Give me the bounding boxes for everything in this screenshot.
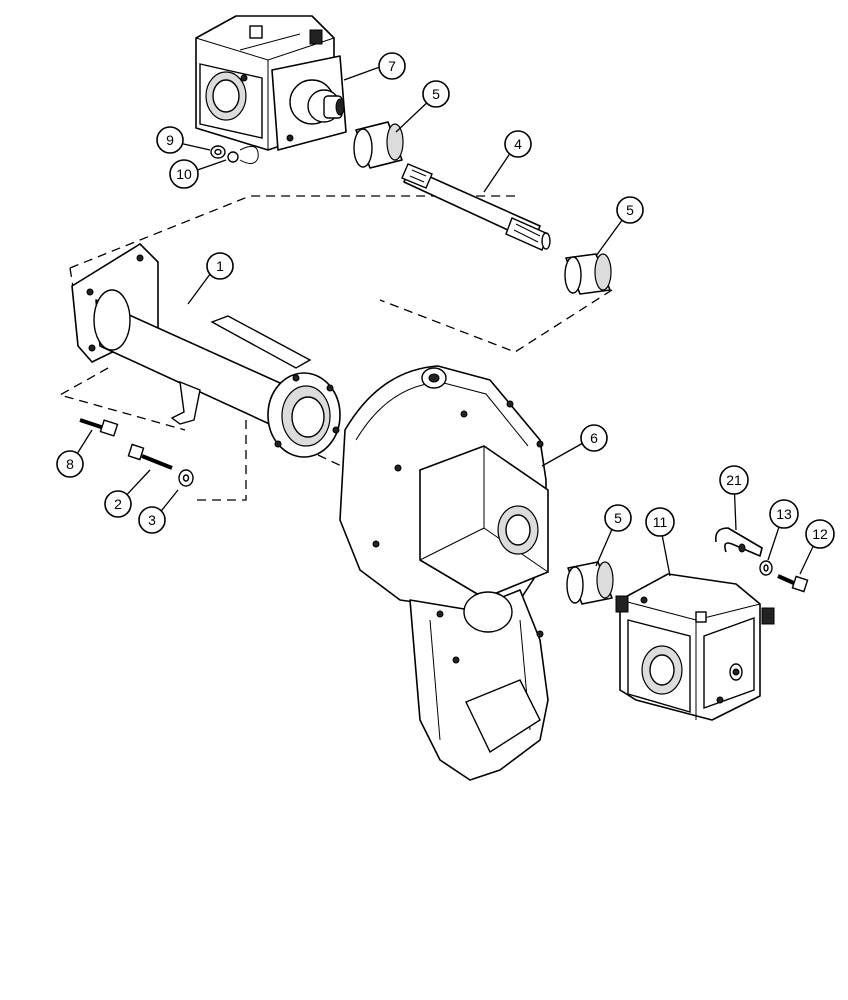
- tube-part-1: [71, 243, 341, 458]
- coupler-part-5-middle: [564, 253, 612, 295]
- svg-text:7: 7: [388, 58, 396, 74]
- svg-text:13: 13: [776, 506, 792, 522]
- svg-text:8: 8: [66, 456, 74, 472]
- svg-text:5: 5: [614, 510, 622, 526]
- svg-text:6: 6: [590, 430, 598, 446]
- svg-text:4: 4: [514, 136, 522, 152]
- callout-7: 7: [378, 52, 406, 80]
- svg-text:5: 5: [626, 202, 634, 218]
- callout-5-lower: 5: [604, 504, 632, 532]
- svg-text:1: 1: [216, 258, 224, 274]
- bolt-part-2: [127, 443, 173, 470]
- callout-5-upper: 5: [422, 80, 450, 108]
- lock-washer-part-10: [227, 145, 259, 164]
- svg-text:2: 2: [114, 496, 122, 512]
- washer-part-3: [178, 469, 194, 487]
- main-housing-part-6: [339, 365, 549, 781]
- callout-21: 21: [719, 465, 749, 495]
- bolt-part-8: [79, 418, 119, 437]
- coupler-part-5-upper: [353, 121, 404, 169]
- callout-12: 12: [805, 519, 835, 549]
- svg-text:11: 11: [653, 514, 668, 530]
- callout-9: 9: [156, 126, 184, 154]
- shaft-part-4: [401, 163, 551, 251]
- callout-13: 13: [769, 499, 799, 529]
- callout-4: 4: [504, 130, 532, 158]
- coupler-part-5-lower: [566, 561, 614, 605]
- callout-2: 2: [104, 490, 132, 518]
- callout-11: 11: [645, 507, 675, 537]
- callout-3: 3: [138, 506, 166, 534]
- svg-text:5: 5: [432, 86, 440, 102]
- callout-5-middle: 5: [616, 196, 644, 224]
- bolt-part-12: [777, 574, 809, 593]
- svg-text:21: 21: [726, 472, 742, 488]
- svg-text:9: 9: [166, 132, 174, 148]
- callouts: 1 2 3 4 5 5 5 6: [56, 52, 835, 549]
- nut-part-9: [210, 145, 226, 159]
- upper-gearbox-part-7: [195, 15, 347, 151]
- callout-8: 8: [56, 450, 84, 478]
- assembly-dashed-outline: [58, 195, 613, 501]
- clamp-part-21: [714, 527, 763, 557]
- svg-text:10: 10: [176, 166, 192, 182]
- callout-1: 1: [206, 252, 234, 280]
- callout-6: 6: [580, 424, 608, 452]
- callout-10: 10: [169, 159, 199, 189]
- svg-text:3: 3: [148, 512, 156, 528]
- washer-part-13: [759, 560, 773, 576]
- svg-text:12: 12: [812, 526, 828, 542]
- lower-gearbox-part-11: [615, 573, 775, 721]
